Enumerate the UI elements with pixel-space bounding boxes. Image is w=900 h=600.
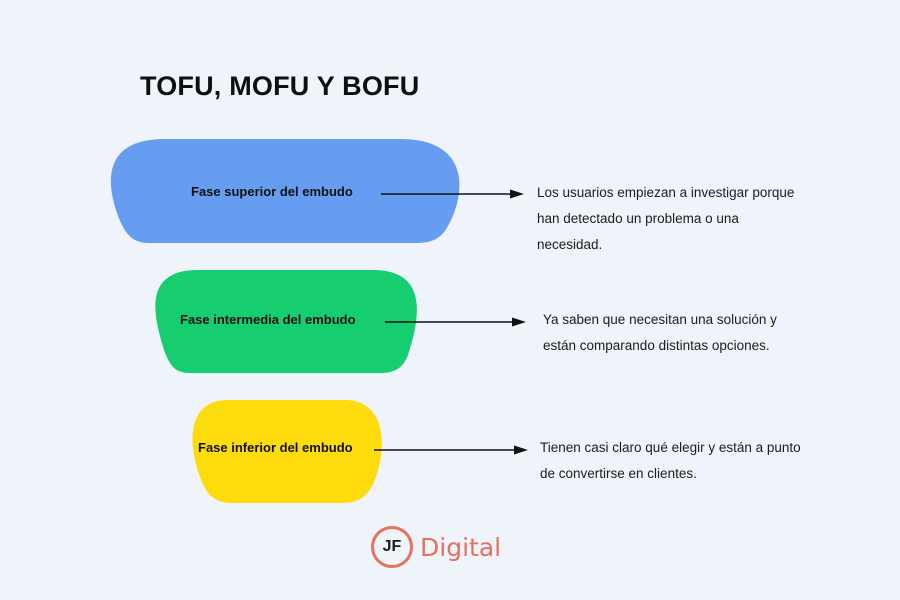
logo-mark: JF (371, 526, 413, 568)
page-title: TOFU, MOFU Y BOFU (140, 71, 420, 101)
stage-description-bottom: Tienen casi claro qué elegir y están a p… (540, 440, 801, 481)
stage-description-top: Los usuarios empiezan a investigar porqu… (537, 185, 795, 252)
logo-wordmark: Digital (420, 532, 502, 562)
stage-label-top: Fase superior del embudo (191, 184, 353, 199)
arrow-top-head (510, 189, 524, 199)
funnel-stage-bottom (192, 400, 382, 503)
funnel-stage-middle (155, 270, 417, 373)
stage-label-middle: Fase intermedia del embudo (180, 312, 356, 327)
arrow-middle-head (512, 317, 526, 327)
arrow-bottom-head (514, 445, 528, 455)
stage-description-middle: Ya saben que necesitan una solución y es… (543, 312, 777, 353)
brand-logo: JF Digital (371, 523, 501, 571)
stage-label-bottom: Fase inferior del embudo (198, 440, 353, 455)
funnel-stage-top (110, 139, 460, 243)
